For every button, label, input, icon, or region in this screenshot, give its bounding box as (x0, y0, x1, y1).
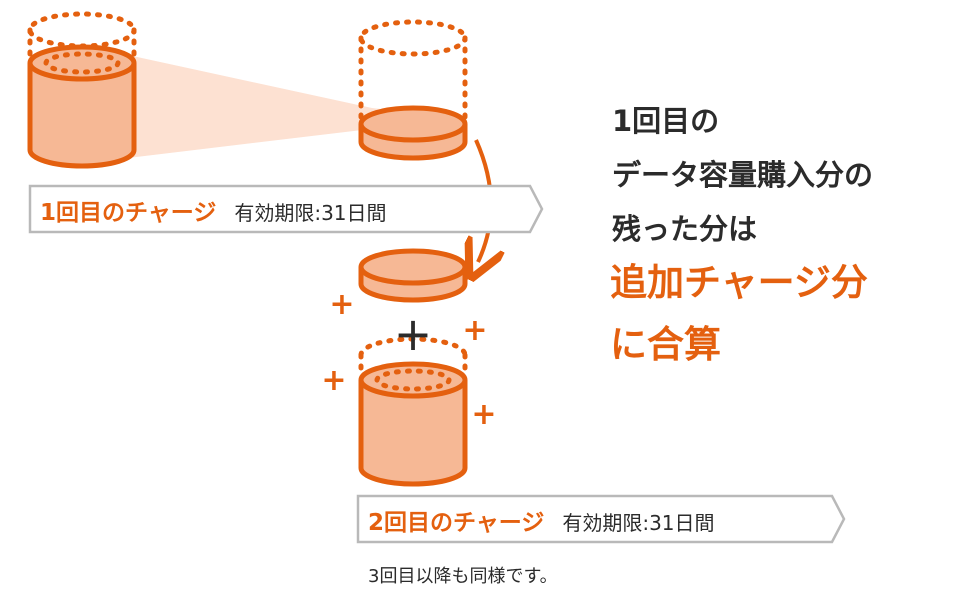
cylinder-first-charge (27, 11, 137, 169)
explanation-line-1: 1回目の (612, 104, 720, 138)
highlight-line-2: に合算 (610, 323, 721, 366)
charge2-tag-frame (356, 494, 846, 544)
plus-sign-3: + (321, 363, 346, 398)
charge2-label: 2回目のチャージ有効期限:31日間 (368, 503, 715, 537)
remaining-projection (128, 55, 462, 158)
plus-sign-1: + (329, 287, 354, 322)
footnote: 3回目以降も同様です。 (368, 566, 558, 587)
charge2-validity: 有効期限:31日間 (562, 511, 715, 535)
explanation-highlight: 追加チャージ分 に合算 (610, 252, 868, 376)
charge2-title: 2回目のチャージ (368, 510, 545, 536)
charge1-label: 1回目のチャージ有効期限:31日間 (40, 193, 387, 227)
cylinder-second-charge (358, 336, 468, 487)
charge1-title: 1回目のチャージ (40, 200, 217, 226)
explanation-line-3: 残った分は (612, 212, 758, 246)
plus-sign-2: + (462, 313, 487, 348)
charge1-tag-frame (28, 184, 544, 234)
explanation-line-2: データ容量購入分の (612, 158, 874, 192)
plus-sign-center: + (394, 307, 433, 361)
charge1-validity: 有効期限:31日間 (234, 201, 387, 225)
carried-over-disc (358, 248, 468, 303)
plus-sign-4: + (471, 397, 496, 432)
remaining-first-charge (358, 19, 468, 161)
explanation-text: 1回目の データ容量購入分の 残った分は (612, 94, 873, 256)
highlight-line-1: 追加チャージ分 (610, 261, 868, 304)
